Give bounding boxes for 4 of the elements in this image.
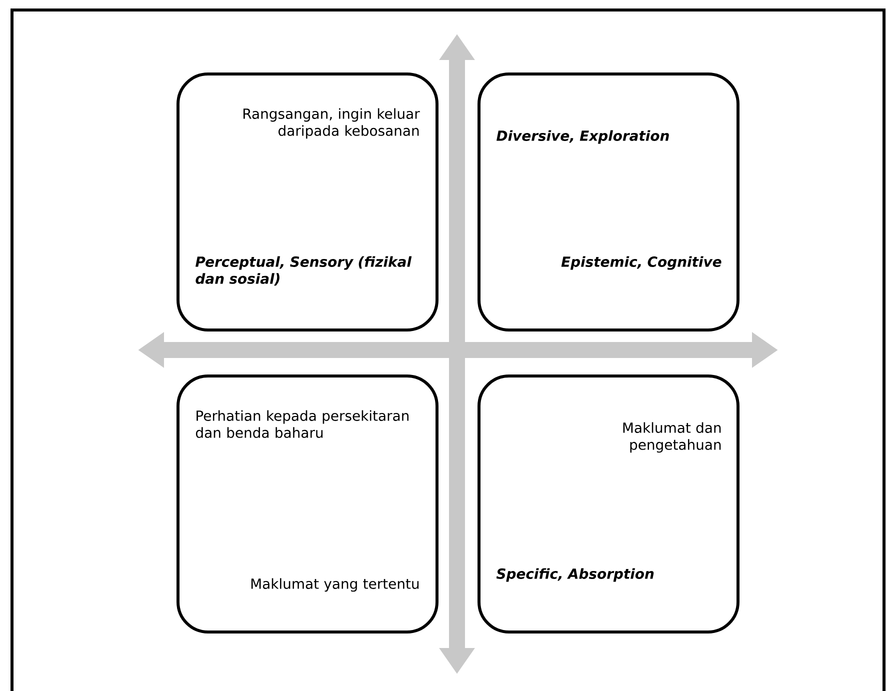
rounded-box: Maklumat dan pengetahuan Specific, Absorption bbox=[478, 374, 740, 634]
rounded-box: Perhatian kepada persekitaran dan benda baharu Maklumat yang tertentu bbox=[176, 374, 438, 634]
rounded-box: Diversive, Exploration Epistemic, Cognitive bbox=[478, 72, 740, 332]
rounded-box: Rangsangan, ingin keluar daripada kebosanan Perceptual, Sensory (fizikal dan sosial) bbox=[176, 72, 438, 332]
